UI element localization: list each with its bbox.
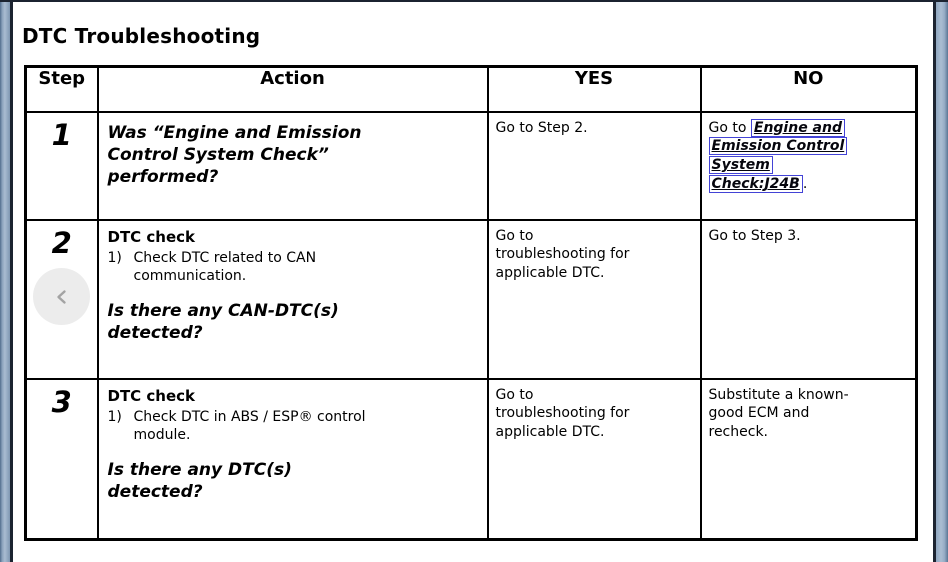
chevron-left-icon	[56, 289, 66, 304]
col-header-step: Step	[24, 65, 99, 113]
list-item-text: Check DTC in ABS / ESP® control module.	[133, 409, 366, 444]
no-cell-text: Go to Step 3.	[708, 227, 801, 244]
list-item-text: Check DTC related to CAN communication.	[133, 250, 317, 285]
action-title: DTC check	[107, 386, 196, 405]
yes-cell: Go to troubleshooting for applicable DTC…	[486, 377, 702, 541]
no-cell: Go to Step 3.	[699, 218, 918, 380]
action-list-item: 1) Check DTC in ABS / ESP® control modul…	[108, 408, 380, 444]
no-text-suffix: .	[802, 176, 808, 193]
action-question: Was “Engine and Emission Control System …	[107, 122, 362, 187]
table-row: 3 DTC check 1) Check DTC in ABS / ESP® c…	[24, 377, 918, 541]
content-area: DTC Troubleshooting Step Action YES NO 1…	[13, 2, 933, 562]
no-cell-text: Substitute a known-good ECM and recheck.	[708, 386, 849, 441]
col-header-action: Action	[96, 65, 489, 113]
action-title: DTC check	[107, 227, 196, 246]
table-header-row: Step Action YES NO	[24, 65, 918, 113]
yes-cell-text: Go to troubleshooting for applicable DTC…	[495, 227, 630, 282]
engine-emission-check-link[interactable]: Engine and Emission Control System Check…	[708, 118, 848, 194]
action-list-item: 1) Check DTC related to CAN communicatio…	[108, 249, 380, 285]
no-text-prefix: Go to	[708, 119, 751, 136]
table-row: 1 Was “Engine and Emission Control Syste…	[24, 110, 918, 221]
step-number: 3	[24, 377, 99, 541]
troubleshooting-table: Step Action YES NO 1 Was “Engine and Emi…	[24, 65, 918, 541]
no-cell: Go to Engine and Emission Control System…	[699, 110, 918, 221]
col-header-yes: YES	[486, 65, 702, 113]
action-cell: DTC check 1) Check DTC related to CAN co…	[96, 218, 489, 380]
no-cell-text: Go to Engine and Emission Control System…	[708, 118, 860, 195]
action-cell: DTC check 1) Check DTC in ABS / ESP® con…	[96, 377, 489, 541]
page-top-border	[0, 0, 948, 2]
action-cell: Was “Engine and Emission Control System …	[96, 110, 489, 221]
yes-cell-text: Go to Step 2.	[495, 119, 588, 136]
page-edge-right	[933, 0, 948, 562]
page-title: DTC Troubleshooting	[22, 24, 261, 48]
yes-cell: Go to Step 2.	[486, 110, 702, 221]
step-number: 1	[24, 110, 99, 221]
action-question: Is there any CAN-DTC(s) detected?	[107, 300, 339, 343]
list-item-number: 1)	[107, 250, 122, 267]
yes-cell: Go to troubleshooting for applicable DTC…	[486, 218, 702, 380]
col-header-no: NO	[699, 65, 918, 113]
list-item-number: 1)	[107, 409, 122, 426]
no-cell: Substitute a known-good ECM and recheck.	[699, 377, 918, 541]
page-edge-left	[0, 0, 13, 562]
yes-cell-text: Go to troubleshooting for applicable DTC…	[495, 386, 630, 441]
table-row: 2 DTC check 1) Check DTC related to CAN …	[24, 218, 918, 380]
action-question: Is there any DTC(s) detected?	[107, 459, 292, 502]
prev-page-button[interactable]	[33, 268, 90, 325]
